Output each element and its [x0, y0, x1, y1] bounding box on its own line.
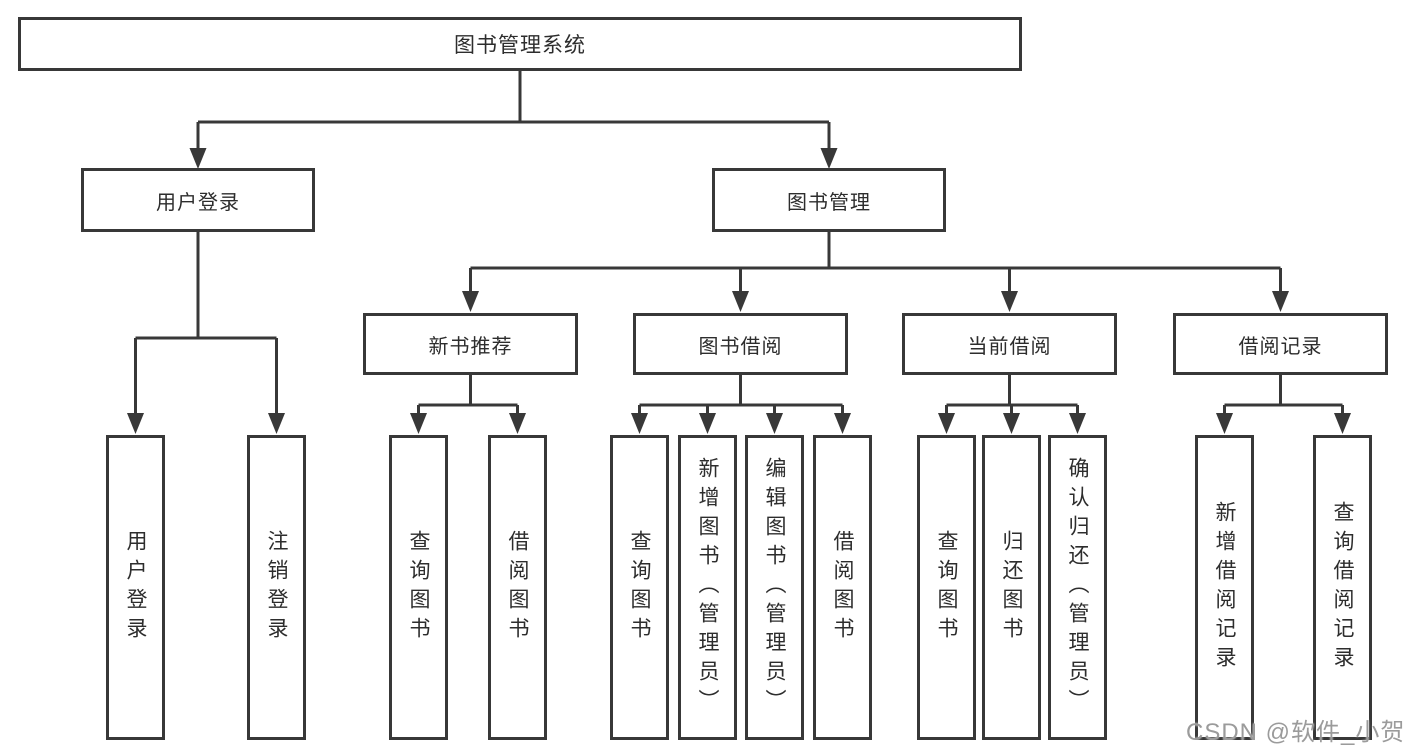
- leaf-add-book-admin: 新增图书（管理员）: [678, 435, 737, 740]
- leaf-query-books-borrow: 查询图书: [610, 435, 669, 740]
- leaf-query-books-recommend: 查询图书: [389, 435, 448, 740]
- node-book-management: 图书管理: [712, 168, 946, 232]
- node-new-book-recommend: 新书推荐: [363, 313, 578, 375]
- leaf-return-books: 归还图书: [982, 435, 1041, 740]
- node-system: 图书管理系统: [18, 17, 1022, 71]
- leaf-logout: 注销登录: [247, 435, 306, 740]
- node-book-borrow: 图书借阅: [633, 313, 848, 375]
- node-current-borrow: 当前借阅: [902, 313, 1117, 375]
- leaf-add-borrow-record: 新增借阅记录: [1195, 435, 1254, 740]
- arrowheads: [127, 148, 1351, 434]
- leaf-query-books-current: 查询图书: [917, 435, 976, 740]
- leaf-borrow-books: 借阅图书: [813, 435, 872, 740]
- leaf-edit-book-admin: 编辑图书（管理员）: [745, 435, 804, 740]
- leaf-query-borrow-record: 查询借阅记录: [1313, 435, 1372, 740]
- node-user-login: 用户登录: [81, 168, 315, 232]
- node-borrow-records: 借阅记录: [1173, 313, 1388, 375]
- watermark-text: CSDN @软件_小贺同学: [1186, 719, 1405, 746]
- leaf-confirm-return-admin: 确认归还（管理员）: [1048, 435, 1107, 740]
- leaf-borrow-books-recommend: 借阅图书: [488, 435, 547, 740]
- leaf-user-login: 用户登录: [106, 435, 165, 740]
